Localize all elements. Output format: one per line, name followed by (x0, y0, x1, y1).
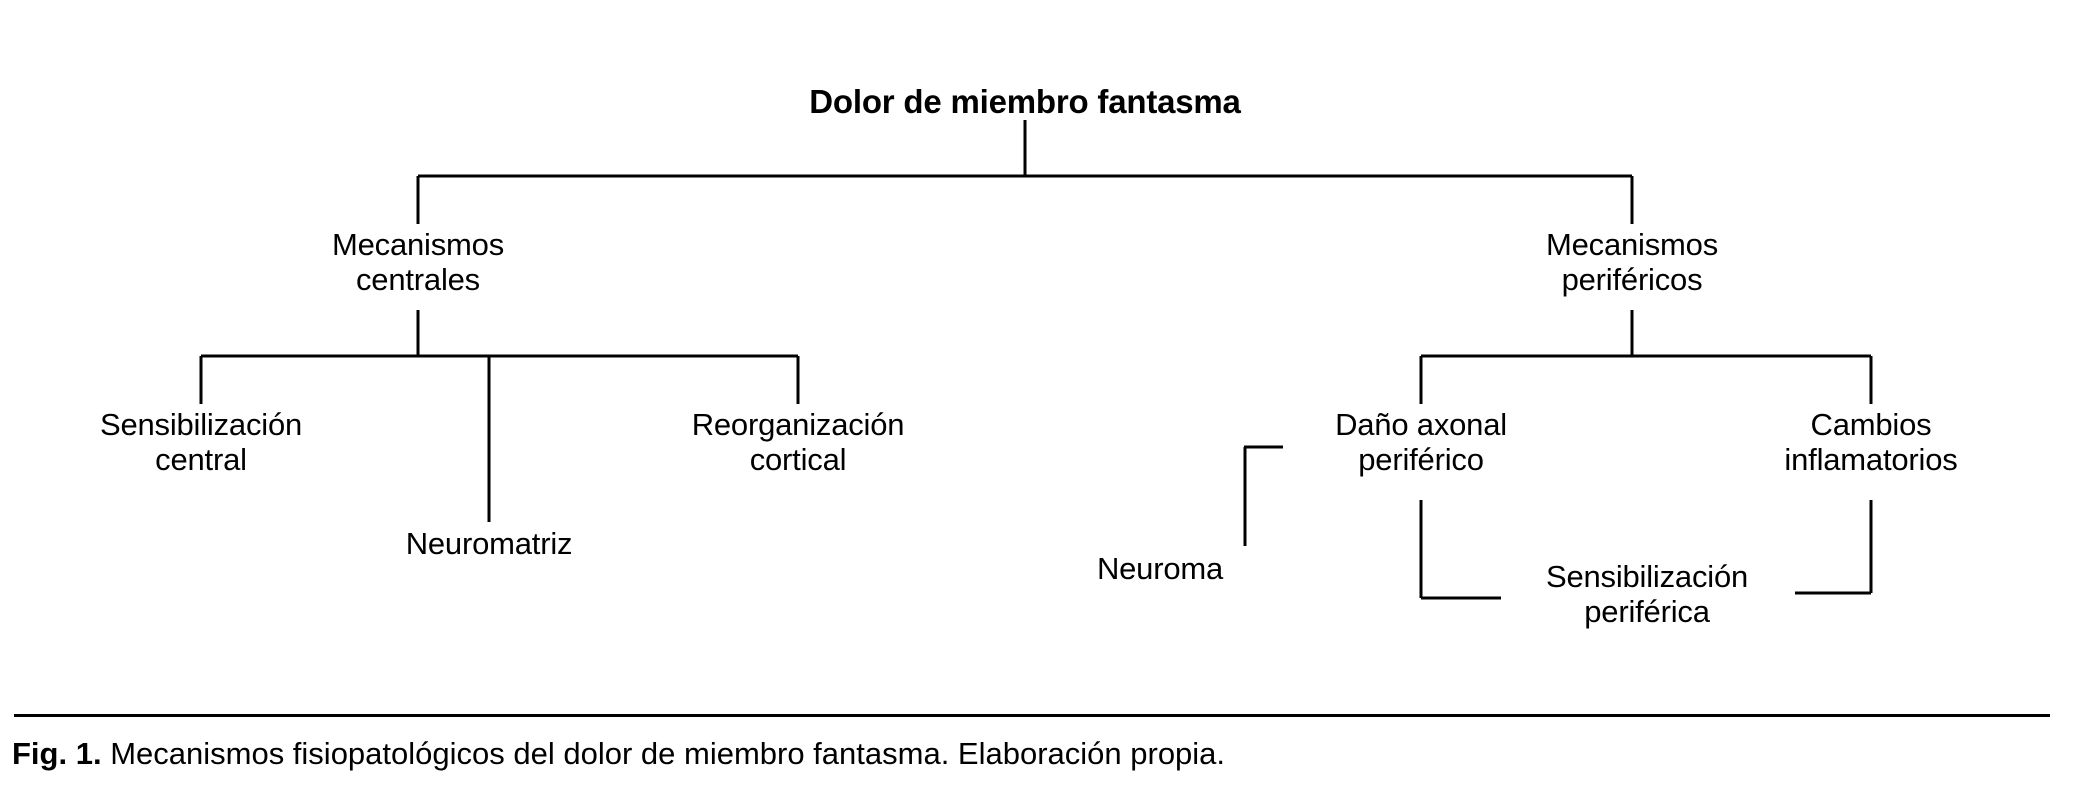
node-sensibilizacion-periferica: Sensibilización periférica (1545, 559, 1749, 629)
node-dano-axonal-periferico: Daño axonal periférico (1335, 407, 1507, 477)
node-neuromatriz: Neuromatriz (405, 526, 573, 561)
node-root: Dolor de miembro fantasma (809, 83, 1241, 120)
node-cambios-inflamatorios: Cambios inflamatorios (1784, 407, 1958, 477)
node-mecanismos-perifericos: Mecanismos periféricos (1546, 227, 1718, 297)
node-mecanismos-centrales: Mecanismos centrales (332, 227, 504, 297)
node-neuroma: Neuroma (1096, 551, 1224, 586)
caption-body: Mecanismos fisiopatológicos del dolor de… (101, 736, 1226, 771)
figure-caption: Fig. 1. Mecanismos fisiopatológicos del … (12, 735, 2062, 774)
caption-label: Fig. 1. (12, 736, 102, 771)
node-reorganizacion-cortical: Reorganización cortical (691, 407, 905, 477)
node-sensibilizacion-central: Sensibilización central (99, 407, 303, 477)
caption-divider-rule (14, 714, 2050, 717)
